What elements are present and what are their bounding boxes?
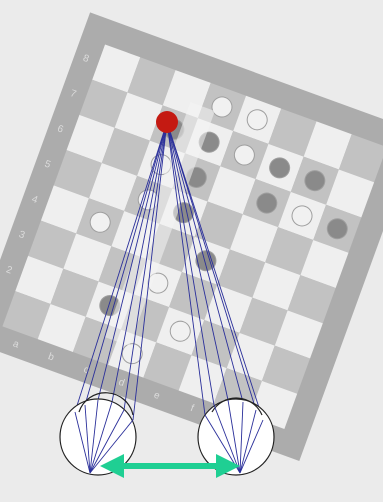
target-point bbox=[156, 111, 178, 133]
